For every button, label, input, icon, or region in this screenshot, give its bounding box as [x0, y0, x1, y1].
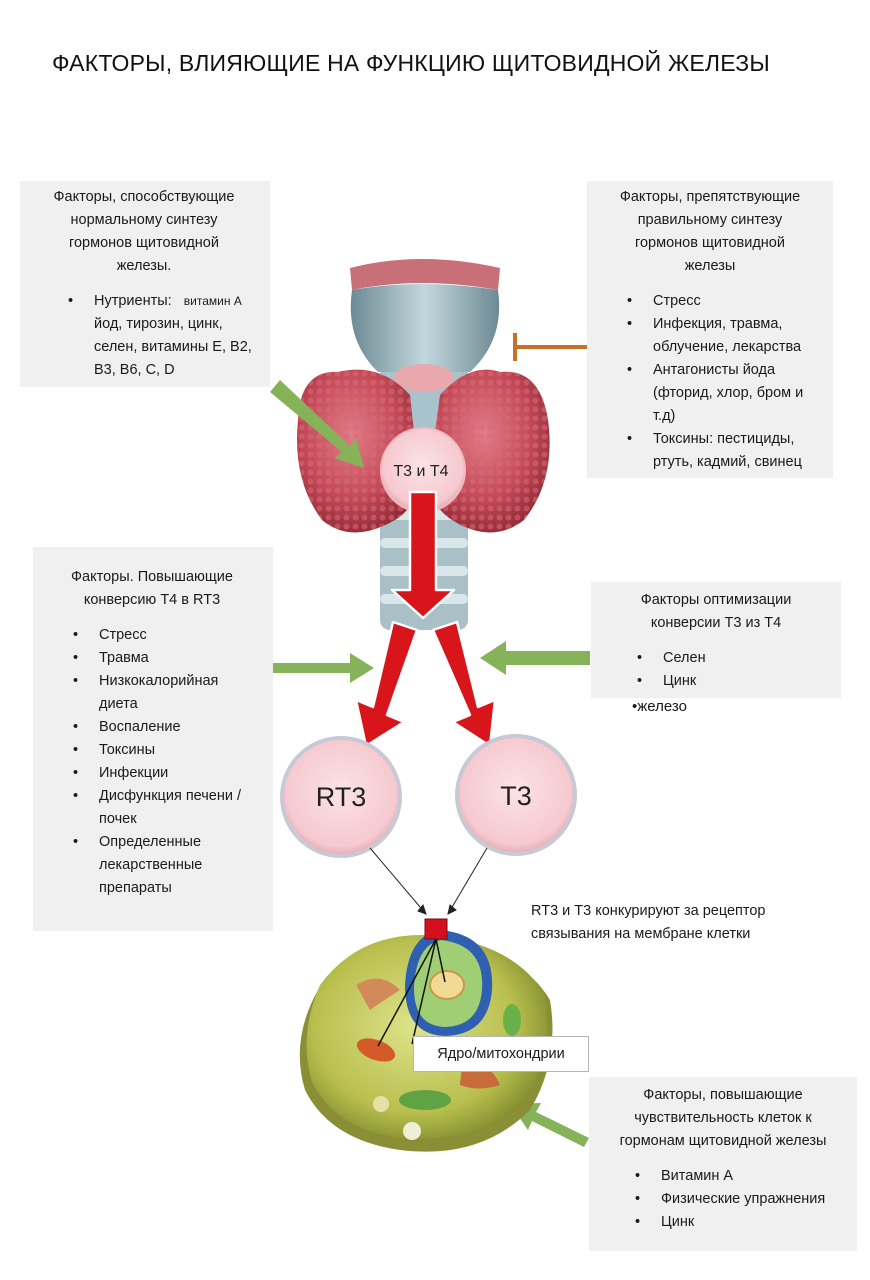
- t3-circle: [455, 734, 577, 856]
- green-arrows: [270, 380, 590, 1147]
- list-item: Антагонисты йода(фторид, хлор, бром ит.д…: [627, 359, 819, 428]
- inhibition-arrow: [513, 333, 587, 361]
- receptor-caption: RT3 и Т3 конкурируют за рецептор связыва…: [531, 903, 766, 942]
- t3-t4-label: Т3 и Т4: [393, 463, 448, 480]
- inhibiting-factors-heading: Факторы, препятствующие правильному синт…: [619, 189, 801, 274]
- inhibiting-factors-list: Стресс Инфекция, травма,облучение, лекар…: [601, 290, 819, 474]
- red-conversion-arrows: [354, 490, 497, 748]
- t3-optimization-factors-box: Факторы оптимизации конверсии Т3 из Т4 С…: [591, 582, 841, 698]
- page-title: ФАКТОРЫ, ВЛИЯЮЩИЕ НА ФУНКЦИЮ ЩИТОВИДНОЙ …: [52, 50, 770, 76]
- list-item: Физические упражнения: [635, 1188, 847, 1211]
- list-item: Воспаление: [73, 716, 263, 739]
- t3-label: Т3: [500, 781, 532, 811]
- vitamin-a-note: витамин А: [183, 294, 242, 308]
- list-item: Стресс: [73, 624, 263, 647]
- list-item: Цинк: [635, 1211, 847, 1234]
- rt3-conversion-factors-box: Факторы. Повышающие конверсию Т4 в RT3 С…: [33, 547, 273, 931]
- nucleus-mitochondria-label: Ядро/митохондрии: [413, 1036, 589, 1072]
- iron-note: •железо: [632, 698, 687, 715]
- list-item: Инфекция, травма,облучение, лекарства: [627, 313, 819, 359]
- rt3-circle: [280, 736, 402, 858]
- list-item: Травма: [73, 647, 263, 670]
- list-item: Цинк: [637, 670, 831, 693]
- list-item: Токсины: пестициды,ртуть, кадмий, свинец: [627, 428, 819, 474]
- inhibiting-factors-box: Факторы, препятствующие правильному синт…: [587, 181, 833, 478]
- t3-optimization-heading: Факторы оптимизации конверсии Т3 из Т4: [640, 592, 792, 631]
- promoting-factors-list: Нутриенты: витамин А йод, тирозин, цинк,…: [38, 290, 256, 382]
- list-item: Селен: [637, 647, 831, 670]
- cell-sensitivity-heading: Факторы, повышающие чувствительность кле…: [619, 1087, 827, 1149]
- list-item: Токсины: [73, 739, 263, 762]
- receptor-pointer-lines: [369, 847, 488, 915]
- receptor-block: [424, 918, 448, 940]
- cell-sensitivity-list: Витамин А Физические упражнения Цинк: [599, 1165, 847, 1234]
- cell-sensitivity-factors-box: Факторы, повышающие чувствительность кле…: [589, 1077, 857, 1251]
- promoting-factors-box: Факторы, способствующие нормальному синт…: [20, 181, 270, 387]
- list-item: Нутриенты: витамин А йод, тирозин, цинк,…: [68, 290, 256, 382]
- list-item: Витамин А: [635, 1165, 847, 1188]
- promoting-factors-heading: Факторы, способствующие нормальному синт…: [53, 189, 235, 274]
- list-item: Дисфункция печени /почек: [73, 785, 263, 831]
- list-item: Стресс: [627, 290, 819, 313]
- list-item: Инфекции: [73, 762, 263, 785]
- t3-optimization-list: Селен Цинк: [601, 647, 831, 693]
- rt3-conversion-heading: Факторы. Повышающие конверсию Т4 в RT3: [71, 569, 233, 608]
- rt3-label: RT3: [316, 782, 367, 812]
